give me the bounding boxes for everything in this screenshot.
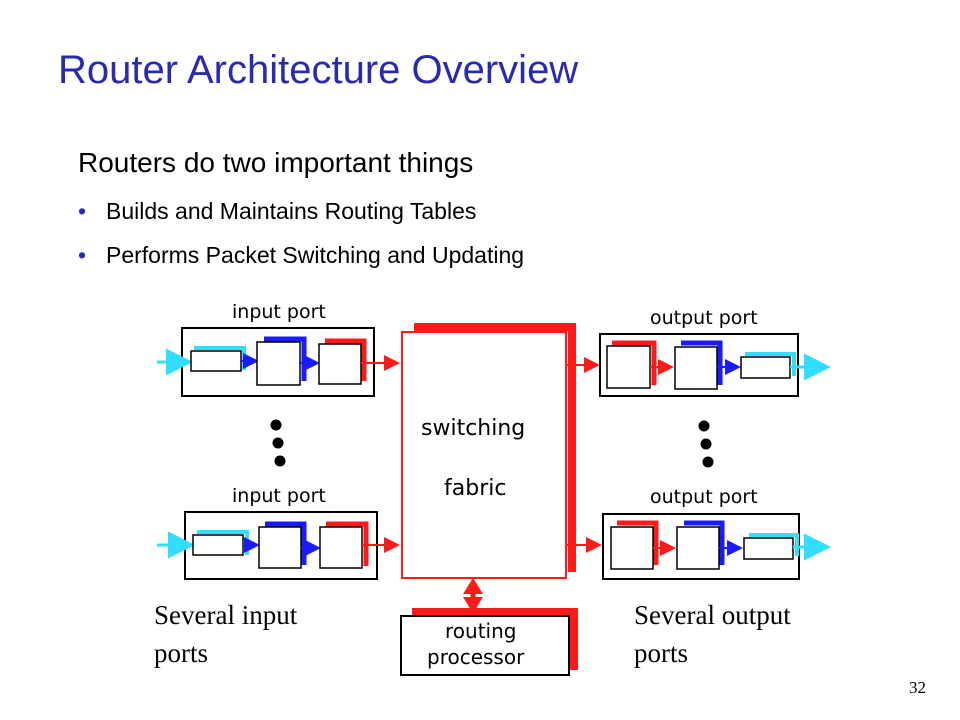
processor-box (400, 615, 570, 676)
queue-box (606, 345, 651, 389)
output-port-bottom-label: output port (650, 486, 758, 508)
bullet-icon: • (78, 242, 87, 268)
caption-output-line1: Several output (634, 600, 791, 630)
link-layer-box (256, 341, 301, 386)
red-shadow (617, 520, 659, 565)
ellipsis-dots-left (270, 419, 286, 467)
line-termination-box (192, 534, 244, 556)
output-port-top-frame (599, 333, 799, 397)
bullet-icon: • (78, 198, 87, 224)
line-termination-box (743, 537, 794, 560)
blue-shadow (265, 521, 307, 565)
caption-input-ports: Several input ports (154, 596, 297, 672)
bullet-text: Builds and Maintains Routing Tables (106, 198, 477, 224)
fabric-shadow (414, 323, 576, 572)
bullet-item: • Builds and Maintains Routing Tables (78, 198, 524, 242)
input-port-top-label: input port (232, 301, 326, 323)
cyan-shadow (745, 352, 796, 376)
input-port-top: input port (157, 301, 400, 397)
output-port-top: output port (599, 307, 831, 397)
ellipsis-dots-right (698, 420, 714, 468)
blue-shadow (681, 340, 723, 385)
input-port-bottom-label: input port (232, 485, 326, 507)
cyan-shadow (749, 533, 799, 556)
bullet-list: • Builds and Maintains Routing Tables • Pe… (78, 198, 524, 286)
lookup-queue-box (318, 343, 362, 385)
processor-label-line1: routing (445, 619, 516, 643)
red-shadow (612, 340, 657, 385)
page-number: 32 (909, 678, 926, 697)
red-shadow (326, 521, 369, 566)
line-termination-box (740, 356, 791, 379)
line-termination-box (190, 350, 242, 372)
queue-box (610, 526, 654, 570)
slide-title: Router Architecture Overview (58, 48, 579, 92)
fabric-label-line1: switching (421, 416, 525, 441)
input-port-bottom: input port (157, 485, 400, 580)
blue-shadow (684, 520, 725, 565)
output-port-bottom: output port (602, 486, 831, 580)
caption-input-line1: Several input (154, 600, 298, 630)
bullet-text: Performs Packet Switching and Updating (106, 242, 525, 268)
switching-fabric: switching fabric (401, 323, 576, 579)
bullet-item: • Performs Packet Switching and Updating (78, 242, 524, 286)
processor-label-line2: processor (427, 645, 525, 669)
routing-processor: routing processor (400, 608, 578, 676)
caption-output-line2: ports (634, 638, 688, 668)
link-layer-box (258, 526, 302, 569)
link-layer-box (676, 526, 720, 570)
fabric-box (401, 331, 567, 579)
red-shadow (325, 338, 367, 381)
lookup-queue-box (319, 526, 363, 569)
bidirectional-arrow-icon (463, 578, 483, 613)
processor-shadow (412, 608, 578, 670)
fabric-label-line2: fabric (444, 476, 506, 501)
caption-output-ports: Several output ports (634, 596, 791, 672)
output-port-top-label: output port (650, 307, 758, 329)
link-layer-box (674, 346, 718, 390)
caption-input-line2: ports (154, 638, 208, 668)
slide-subtitle: Routers do two important things (78, 147, 474, 178)
